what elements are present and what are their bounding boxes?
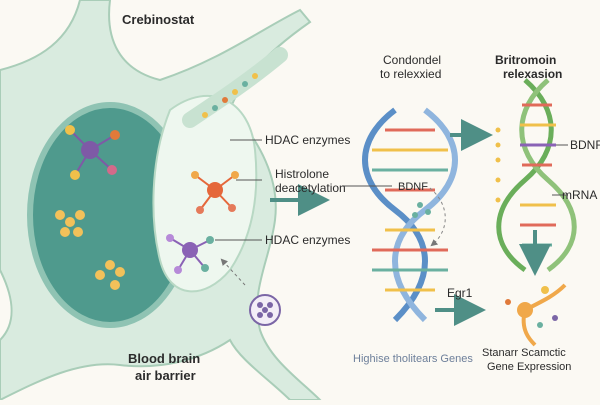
label-stanarr: Stanarr Scamctic — [482, 347, 566, 359]
hdac-molecule-icon — [166, 234, 214, 274]
label-relexasion: relexasion — [503, 67, 562, 81]
label-hdac-enzymes-2: HDAC enzymes — [265, 233, 350, 247]
neuron-cell — [0, 0, 323, 402]
label-bdnf-right: BDNF — [570, 138, 600, 152]
label-crebinostat: Crebinostat — [122, 12, 195, 27]
label-deacetylation: deacetylation — [275, 181, 346, 195]
leader-lines — [215, 139, 262, 241]
label-britromoin: Britromoin — [495, 53, 556, 67]
hdac-molecule-icon — [191, 171, 239, 214]
label-gene-expression: Gene Expression — [487, 361, 571, 373]
label-mrna: mRNA — [562, 188, 597, 202]
label-egr1: Egr1 — [447, 286, 473, 300]
axon-vesicles — [202, 73, 258, 118]
label-bdnf-left: BDNF — [398, 181, 428, 193]
label-blood-brain: Blood brain — [128, 351, 200, 366]
hdac-molecule-icon — [65, 125, 120, 180]
arrow-icon — [270, 119, 551, 326]
label-histrolone: Histrolone — [275, 167, 329, 181]
label-condondel: Condondel — [383, 53, 441, 67]
dna-helix-icon — [496, 78, 577, 273]
label-air-barrier: air barrier — [135, 368, 196, 383]
dna-helix-icon — [362, 107, 458, 323]
label-to-relexxied: to relexxied — [380, 67, 441, 81]
gene-expression-icon — [505, 283, 567, 347]
mrna-dots — [495, 127, 501, 203]
vesicle-icon — [249, 294, 281, 326]
label-hdac-enzymes-1: HDAC enzymes — [265, 133, 350, 147]
label-highise-genes: Highise tholitears Genes — [353, 353, 473, 365]
free-nucleotides — [412, 202, 431, 218]
granules — [55, 210, 125, 290]
